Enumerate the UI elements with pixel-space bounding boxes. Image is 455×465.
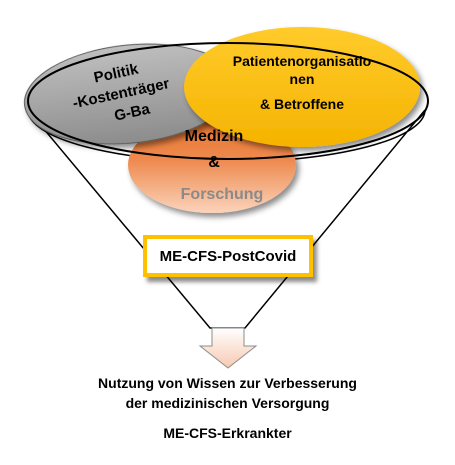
center-topic-box: ME-CFS-PostCovid	[143, 235, 313, 277]
patient-label-3: & Betroffene	[260, 96, 344, 112]
outcome-line-2: der medizinischen Versorgung	[125, 395, 330, 411]
outcome-line-1: Nutzung von Wissen zur Verbesserung	[98, 375, 357, 391]
medizin-label-1: Medizin	[185, 128, 244, 145]
outcome-line-3: ME-CFS-Erkrankter	[163, 425, 292, 441]
center-topic-label: ME-CFS-PostCovid	[159, 247, 297, 265]
patient-label-1: Patientenorganisatio	[233, 53, 371, 69]
funnel-rim	[27, 42, 429, 160]
down-arrow-icon	[198, 327, 258, 369]
patient-label-2: nen	[290, 71, 315, 87]
medizin-label-3: Forschung	[181, 186, 264, 203]
outcome-text: Nutzung von Wissen zur Verbesserung der …	[40, 373, 415, 443]
medizin-label-2: &	[208, 154, 220, 171]
